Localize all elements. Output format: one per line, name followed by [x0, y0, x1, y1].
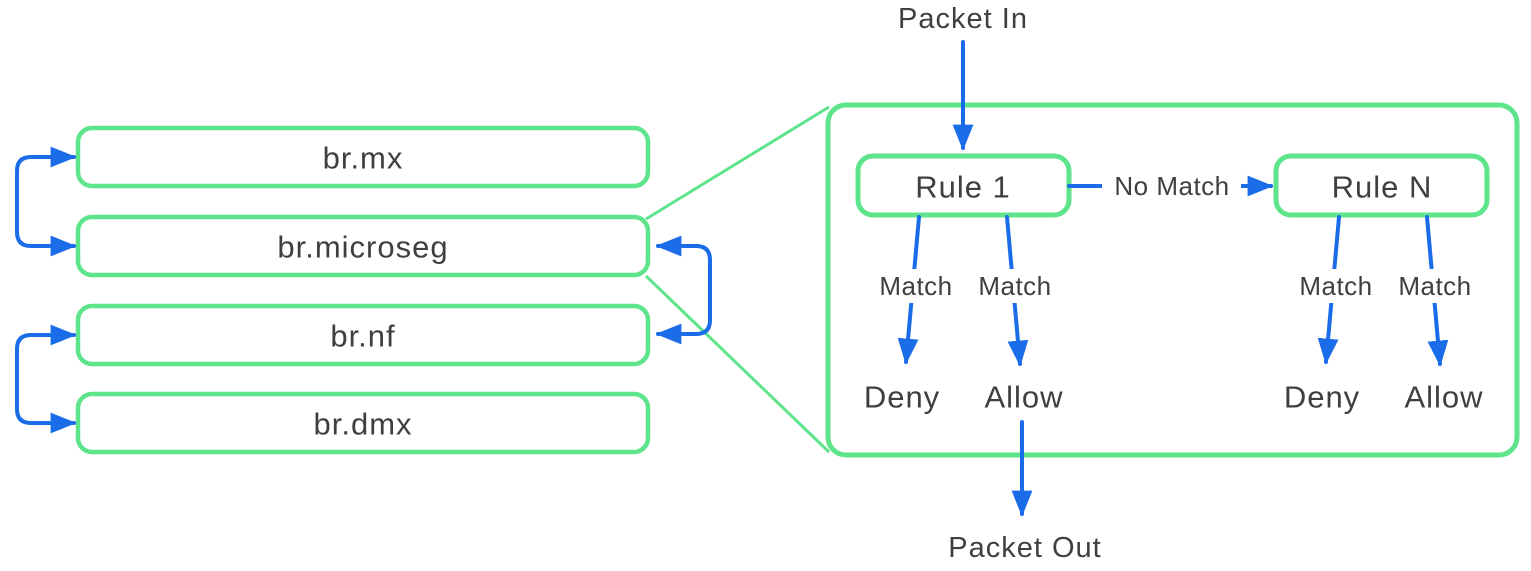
deny-label-ruleN: Deny — [1284, 380, 1360, 415]
loop-arrow-brmicroseg-left — [15, 198, 77, 257]
no-match-label-mask — [1102, 168, 1241, 204]
bridge-br-nf: br.nf — [75, 303, 651, 367]
match-label-rule1-right: Match — [978, 271, 1051, 301]
bridge-rect-br-mx — [75, 125, 651, 189]
ruleN-box — [1273, 153, 1490, 218]
match-label-mask-ruleN-left — [1292, 269, 1380, 303]
bridge-label-br-mx: br.mx — [323, 141, 404, 176]
no-match-label: No Match — [1114, 171, 1229, 201]
match-label-rule1-left: Match — [879, 271, 952, 301]
loop-arrow-brnf-right — [655, 288, 712, 345]
match-label-mask-rule1-right — [971, 269, 1059, 303]
bridge-label-br-microseg: br.microseg — [277, 230, 448, 265]
loop-arrow-brmicroseg-right — [655, 235, 712, 292]
loop-arrow-brdmx — [15, 377, 77, 434]
loop-arrow-brnf-left — [15, 324, 77, 381]
ruleN-label: Rule N — [1332, 170, 1433, 205]
allow-label-rule1: Allow — [984, 380, 1063, 415]
match-label-mask-ruleN-right — [1391, 269, 1479, 303]
match-label-mask-rule1-left — [872, 269, 960, 303]
rule1-label: Rule 1 — [915, 170, 1011, 205]
bridge-rect-br-nf — [75, 303, 651, 367]
allow-label-ruleN: Allow — [1404, 380, 1483, 415]
bridge-rect-br-microseg — [75, 214, 651, 278]
bridge-br-mx: br.mx — [75, 125, 651, 189]
bridge-br-dmx: br.dmx — [75, 391, 651, 455]
packet-out-label: Packet Out — [948, 532, 1101, 564]
match-label-ruleN-left: Match — [1299, 271, 1372, 301]
bridge-label-br-dmx: br.dmx — [313, 407, 412, 442]
zoom-connector-line-bottom — [644, 274, 831, 454]
bridge-br-microseg: br.microseg — [75, 214, 651, 278]
bridge-label-br-nf: br.nf — [330, 319, 395, 354]
match-label-ruleN-right: Match — [1398, 271, 1471, 301]
packet-in-label: Packet In — [898, 3, 1028, 35]
deny-label-rule1: Deny — [864, 380, 940, 415]
loop-arrow-brmx — [15, 146, 77, 202]
zoom-connector-line-top — [645, 105, 830, 221]
bridge-rect-br-dmx — [75, 391, 651, 455]
